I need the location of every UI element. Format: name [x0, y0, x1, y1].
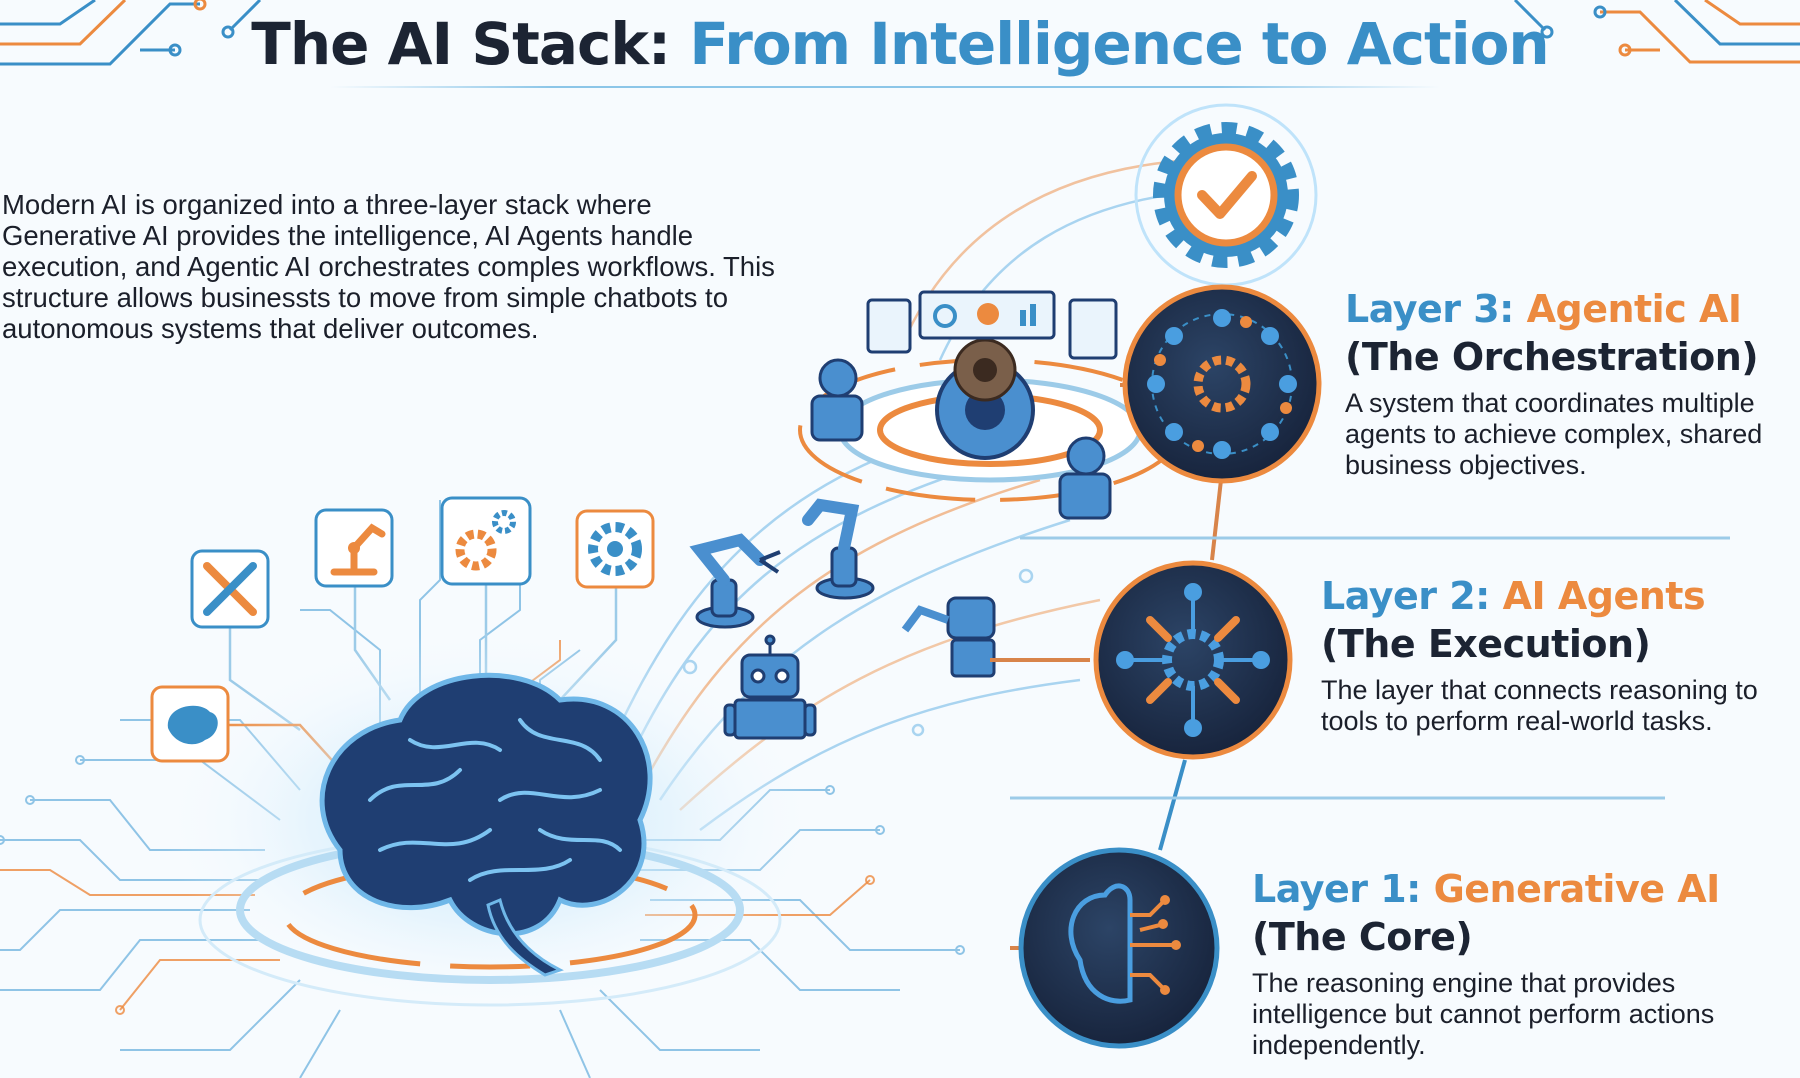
title-part-1: The AI Stack: — [251, 10, 671, 78]
layer-1-block: Layer 1: Generative AI (The Core) The re… — [1252, 866, 1800, 1061]
network-people-icon — [1122, 284, 1322, 484]
robot-arm-icon-1 — [689, 533, 781, 629]
layer-3-block: Layer 3: Agentic AI (The Orchestration) … — [1345, 286, 1800, 481]
layer-3-description: A system that coordinates multiple agent… — [1345, 388, 1763, 480]
layer-2-description: The layer that connects reasoning to too… — [1321, 675, 1758, 736]
layer-1-heading: Layer 1: Generative AI — [1252, 866, 1800, 912]
robot-icon-2 — [901, 596, 996, 678]
wrench-screwdriver-icon — [190, 549, 270, 629]
layer-2-heading: Layer 2: AI Agents — [1321, 573, 1800, 619]
layer-3-number: Layer 3: — [1345, 287, 1514, 331]
circuit-corner-left — [0, 0, 262, 66]
robot-orchestrator-right — [1058, 436, 1112, 520]
layer-2-name: AI Agents — [1502, 574, 1706, 618]
tools-hub-icon — [1093, 560, 1293, 760]
layer-1-name: Generative AI — [1433, 867, 1721, 911]
layer-3-name: Agentic AI — [1526, 287, 1742, 331]
layer-3-subtitle: (The Orchestration) — [1345, 335, 1759, 379]
orchestration-platform — [798, 338, 1182, 502]
circuit-corner-right — [1513, 0, 1800, 64]
brain-icon — [319, 672, 653, 977]
title-part-2: From Intelligence to Action — [689, 10, 1549, 78]
monitor-icon — [866, 290, 1118, 360]
layer-2-subtitle: (The Execution) — [1321, 622, 1651, 666]
robot-arm-icon — [314, 508, 394, 588]
gears-icon — [440, 496, 532, 586]
layer-2-block: Layer 2: AI Agents (The Execution) The l… — [1321, 573, 1800, 737]
intro-paragraph: Modern AI is organized into a three-laye… — [2, 189, 775, 344]
layer-1-description: The reasoning engine that provides intel… — [1252, 968, 1715, 1060]
title-underline — [330, 86, 1440, 88]
gear-icon — [575, 509, 655, 589]
robot-arm-icon-2 — [802, 498, 875, 600]
layer-1-subtitle: (The Core) — [1252, 915, 1473, 959]
brain-small-icon — [150, 685, 230, 763]
page-title: The AI Stack: From Intelligence to Actio… — [0, 10, 1800, 78]
layer-2-number: Layer 2: — [1321, 574, 1490, 618]
layer-1-number: Layer 1: — [1252, 867, 1421, 911]
brain-circuit-icon — [1018, 847, 1220, 1049]
robot-orchestrator-left — [810, 358, 864, 442]
gear-checkmark-icon — [1134, 103, 1318, 287]
layer-3-heading: Layer 3: Agentic AI — [1345, 286, 1800, 332]
robot-icon — [723, 634, 817, 740]
